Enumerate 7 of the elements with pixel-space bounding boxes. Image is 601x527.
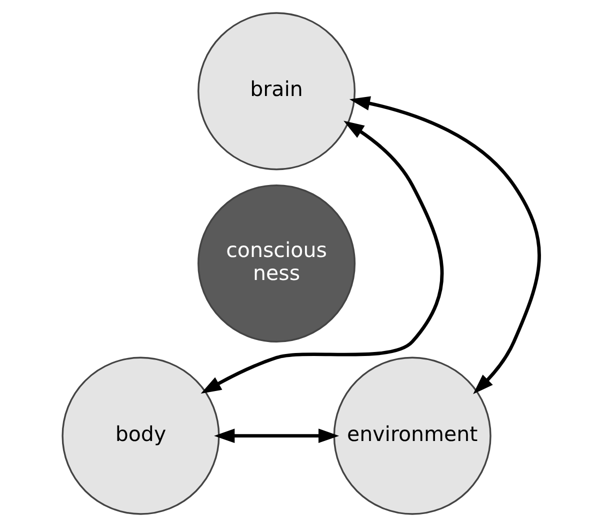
arrow: [348, 96, 540, 394]
node-circle: environment: [332, 356, 491, 515]
node-circle: body: [61, 356, 220, 515]
arrow: [200, 120, 444, 394]
node-circle: brain: [197, 12, 356, 170]
arrow: [214, 428, 339, 444]
node-circle: conscious ness: [197, 184, 356, 343]
